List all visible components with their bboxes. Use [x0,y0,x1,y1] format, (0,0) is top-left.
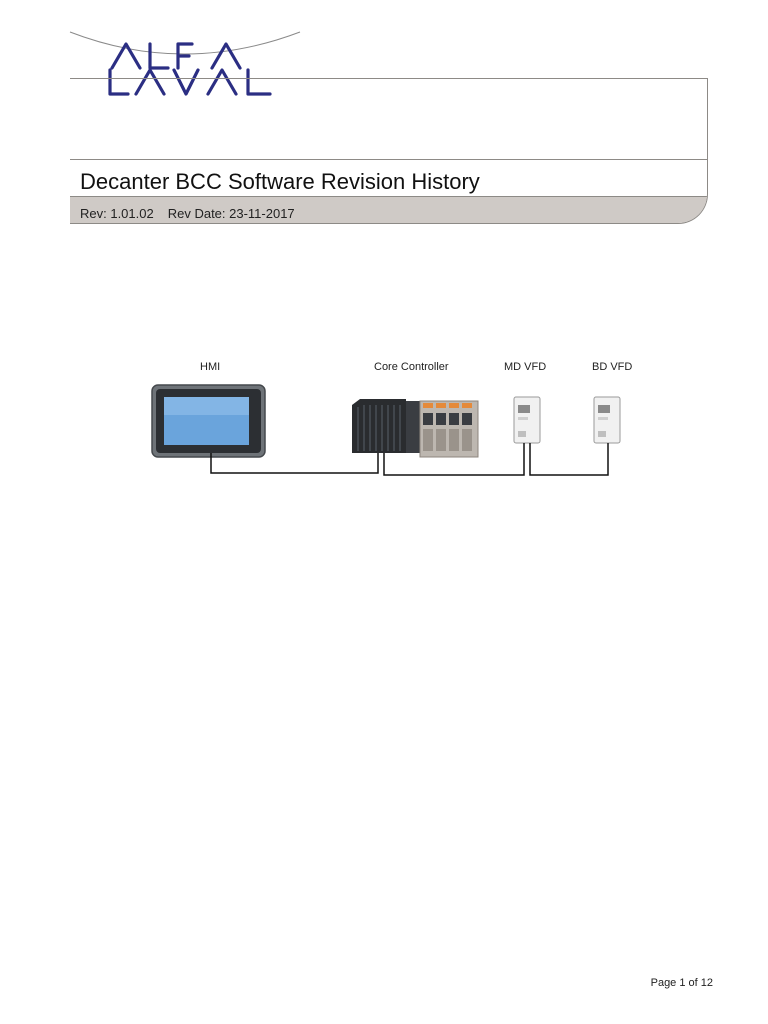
hmi-panel-icon [151,384,266,458]
revision-bar: Rev: 1.01.02 Rev Date: 23-11-2017 [70,196,707,223]
revision-number: Rev: 1.01.02 [80,206,154,221]
bd-vfd-icon [593,396,621,444]
system-diagram-graphic: HMI Core Controller MD VFD BD VFD [151,361,632,476]
page-number: Page 1 of 12 [650,977,713,989]
revision-date: Rev Date: 23-11-2017 [167,206,295,221]
revision-info: Rev: 1.01.02 Rev Date: 23-11-2017 [80,206,309,221]
document-header: Decanter BCC Software Revision History R… [70,78,708,224]
core-controller-label: Core Controller [374,361,449,373]
system-diagram: HMI Core Controller MD VFD BD VFD [150,355,650,490]
md-vfd-icon [513,396,541,444]
md-vfd-label: MD VFD [504,361,546,373]
header-divider [70,159,707,160]
core-controller-icon [352,399,479,458]
bd-vfd-label: BD VFD [592,361,632,373]
document-title: Decanter BCC Software Revision History [80,169,480,194]
network-cables [210,443,609,476]
hmi-label: HMI [200,361,220,373]
